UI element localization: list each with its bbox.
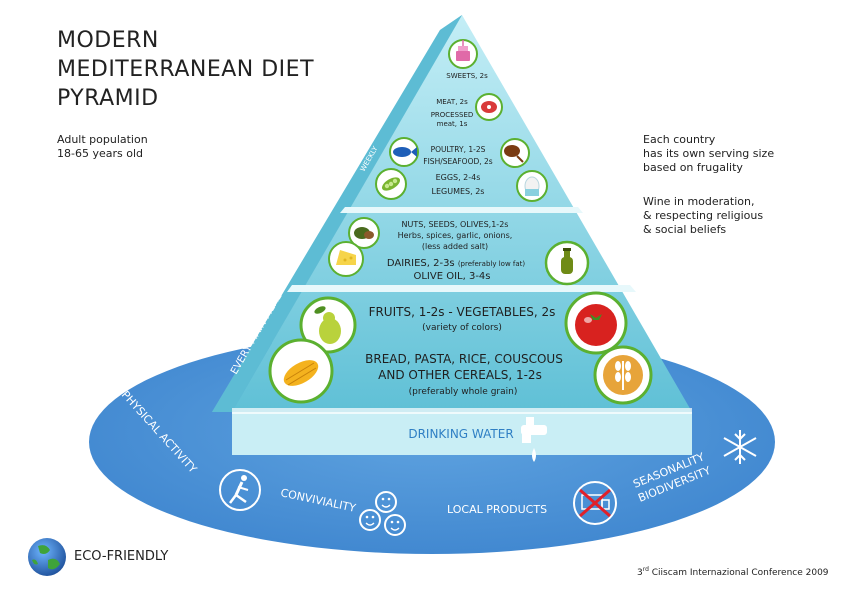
snowflake-icon <box>723 430 757 464</box>
olive-oil-icon <box>544 240 590 286</box>
herbs-label: Herbs, spices, garlic, onions, <box>398 231 513 240</box>
local-products-label: LOCAL PRODUCTS <box>447 503 547 516</box>
poultry-icon <box>500 138 530 168</box>
tier-separator-1 <box>340 207 583 213</box>
eco-friendly-label: ECO-FRIENDLY <box>74 549 169 564</box>
no-truck-icon <box>573 481 617 525</box>
water-band-top <box>232 408 692 414</box>
page-title: MODERN MEDITERRANEAN DIET PYRAMID <box>57 26 314 113</box>
cheese-icon <box>328 241 364 277</box>
water-band <box>232 412 692 455</box>
legumes-label: LEGUMES, 2s <box>432 187 485 196</box>
country-line-1: Each country <box>643 133 716 146</box>
conference-rest: Ciiscam Internazional Conference 2009 <box>648 568 829 578</box>
smiley-icon <box>359 491 406 536</box>
eggs-label: EGGS, 2-4s <box>436 173 481 182</box>
country-note: Each country has its own serving size ba… <box>643 133 774 175</box>
pear-icon <box>299 296 357 354</box>
wine-line-3: & social beliefs <box>643 223 727 236</box>
wine-line-1: Wine in moderation, <box>643 195 755 208</box>
drinking-water-label: DRINKING WATER <box>408 427 513 441</box>
pyramid-left-edge <box>212 15 462 412</box>
meat-icon <box>475 93 503 121</box>
legumes-icon <box>375 168 407 200</box>
fish-label: FISH/SEAFOOD, 2s <box>423 157 493 166</box>
running-icon <box>219 469 261 511</box>
egg-icon <box>516 170 548 202</box>
corn-icon <box>268 338 334 404</box>
country-line-3: based on frugality <box>643 161 743 174</box>
bread-label-2: AND OTHER CEREALS, 1-2s <box>378 368 542 382</box>
title-line-3: PYRAMID <box>57 86 159 111</box>
conference-credit: 3rd Ciiscam Internazional Conference 200… <box>637 566 829 578</box>
wine-line-2: & respecting religious <box>643 209 764 222</box>
population-line-1: Adult population <box>57 133 148 146</box>
population-note: Adult population 18-65 years old <box>57 133 148 161</box>
wheat-icon <box>593 345 653 405</box>
tier-separator-2 <box>287 285 636 292</box>
sweets-icon <box>448 39 478 69</box>
fruits-label: FRUITS, 1-2s - VEGETABLES, 2s <box>369 305 556 319</box>
olive-oil-label: OLIVE OIL, 3-4s <box>413 271 490 282</box>
salt-label: (less added salt) <box>422 242 488 251</box>
sweets-label: SWEETS, 2s <box>446 72 488 80</box>
earth-icon <box>28 538 66 576</box>
processed-label-1: PROCESSED <box>431 111 474 119</box>
bread-label-1: BREAD, PASTA, RICE, COUSCOUS <box>365 352 563 366</box>
conference-sup: rd <box>642 566 649 573</box>
processed-label-2: meat, 1s <box>437 120 468 128</box>
whole-grain-label: (preferably whole grain) <box>409 387 518 397</box>
wine-note: Wine in moderation, & respecting religio… <box>643 195 763 237</box>
conference-num: 3 <box>637 568 643 578</box>
nuts-label: NUTS, SEEDS, OLIVES,1-2s <box>402 220 509 229</box>
population-line-2: 18-65 years old <box>57 147 143 160</box>
title-line-2: MEDITERRANEAN DIET <box>57 57 315 82</box>
colors-label: (variety of colors) <box>422 323 502 333</box>
poultry-label: POULTRY, 1-2S <box>431 145 486 154</box>
fish-icon <box>389 137 419 167</box>
country-line-2: has its own serving size <box>643 147 775 160</box>
tomato-icon <box>564 291 628 355</box>
dairies-main: DAIRIES, 2-3s <box>387 258 455 269</box>
dairies-label: DAIRIES, 2-3s (preferably low fat) <box>387 258 526 269</box>
tap-icon <box>521 417 547 462</box>
nuts-icon <box>348 217 380 249</box>
title-line-1: MODERN <box>57 28 159 53</box>
meat-label: MEAT, 2s <box>436 98 468 106</box>
dairies-note: (preferably low fat) <box>458 260 526 268</box>
